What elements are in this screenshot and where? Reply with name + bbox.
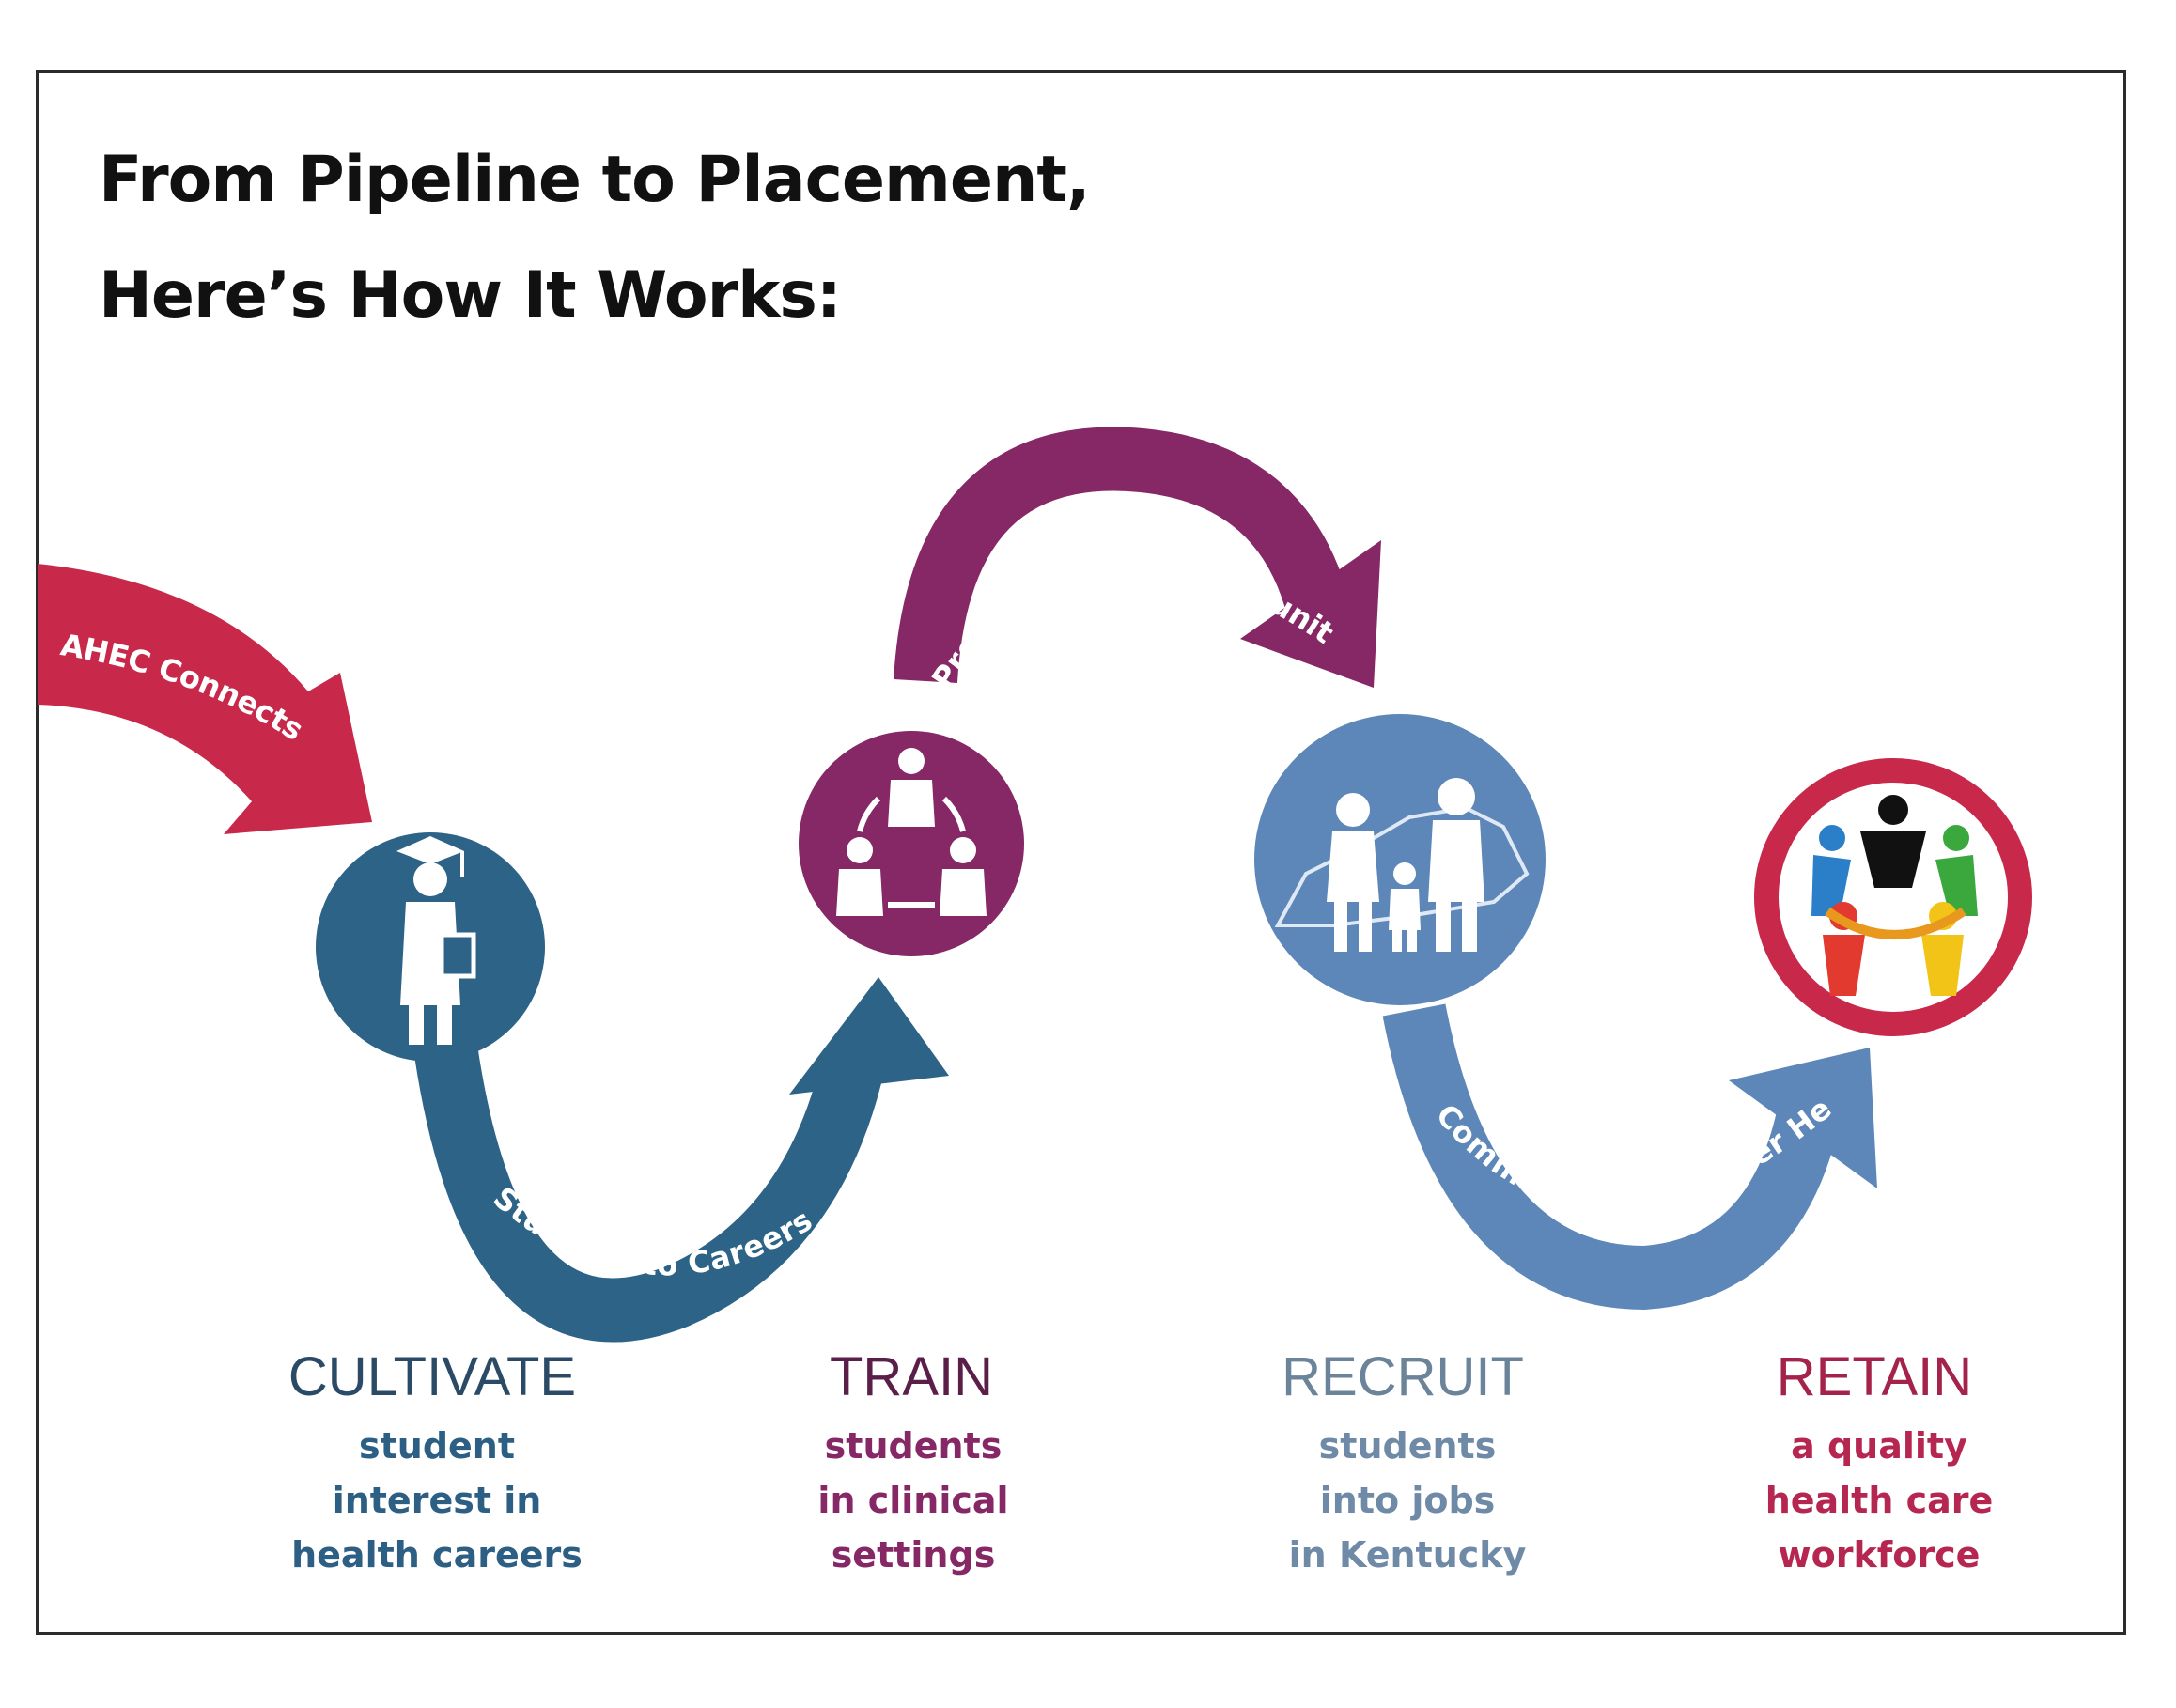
title-line-1: From Pipeline to Placement, (99, 143, 1091, 217)
professionals-to-communities-label: Professionals to Communities (0, 0, 1340, 695)
stage-description-line: in clinical (817, 1480, 1009, 1521)
recruit-circle (1254, 714, 1546, 1005)
stage-heading-recruit: RECRUIT (1282, 1346, 1524, 1407)
stage-description-line: workforce (1778, 1534, 1981, 1576)
family-kentucky-icon (1274, 778, 1530, 952)
professionals-to-communities-arrow: Professionals to Communities (0, 0, 1381, 695)
stage-description-line: into jobs (1319, 1480, 1496, 1521)
stage-heading-cultivate: CULTIVATE (288, 1346, 577, 1407)
stage-description-train: students in clinical settings (716, 1419, 1111, 1582)
stage-heading-retain: RETAIN (1776, 1346, 1973, 1407)
stage-description-line: students (824, 1425, 1003, 1467)
stage-description-line: health careers (291, 1534, 583, 1576)
stage-description-line: settings (831, 1534, 996, 1576)
stage-description-line: in Kentucky (1288, 1534, 1527, 1576)
stage-description-cultivate: student interest in health careers (240, 1419, 634, 1582)
stage-description-recruit: students into jobs in Kentucky (1210, 1419, 1605, 1582)
community-circle-icon (1811, 795, 1978, 996)
cultivate-circle (316, 832, 545, 1062)
clinical-team-icon (836, 748, 987, 916)
graduate-icon (396, 836, 476, 1045)
ahec-connects-arrow: AHEC Connects (38, 564, 372, 834)
train-circle (799, 731, 1024, 956)
stage-description-line: health care (1764, 1480, 1994, 1521)
stage-description-line: a quality (1791, 1425, 1967, 1467)
stage-description-line: student (358, 1425, 516, 1467)
stage-description-retain: a quality health care workforce (1682, 1419, 2076, 1582)
title-line-2: Here’s How It Works: (99, 258, 842, 333)
stage-description-line: students (1318, 1425, 1497, 1467)
retain-circle (1754, 758, 2032, 1036)
stage-heading-train: TRAIN (830, 1346, 993, 1407)
students-to-careers-arrow: Students to Careers (412, 977, 949, 1343)
stage-description-line: interest in (332, 1480, 542, 1521)
